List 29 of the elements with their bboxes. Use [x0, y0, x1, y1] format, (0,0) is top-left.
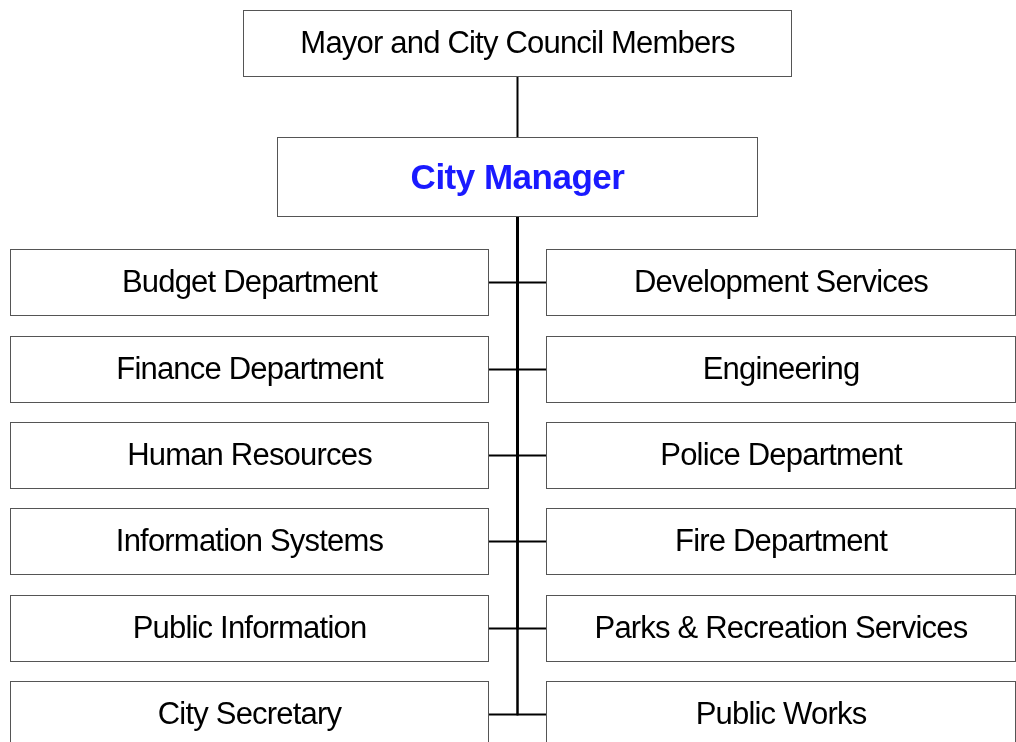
org-title: Human Resources: [127, 436, 372, 475]
org-box: [243, 10, 792, 77]
org-box: [546, 249, 1016, 316]
org-box: [546, 422, 1016, 489]
org-title: Information Systems: [115, 522, 384, 561]
org-box: [546, 508, 1016, 575]
org-title: Public Works: [695, 695, 867, 734]
org-box: [10, 681, 489, 742]
org-box: [10, 595, 489, 662]
org-box: [546, 336, 1016, 403]
org-box: [546, 681, 1016, 742]
org-title: Budget Department: [121, 263, 378, 302]
org-title: City Manager: [410, 155, 625, 198]
org-title: Police Department: [660, 436, 902, 475]
org-title: Engineering: [702, 350, 860, 389]
org-box: [10, 422, 489, 489]
org-box: [10, 249, 489, 316]
connector-line: [516, 76, 519, 138]
org-box: [10, 508, 489, 575]
org-title: Finance Department: [116, 350, 383, 389]
org-title: Public Information: [132, 609, 367, 648]
org-box: [10, 336, 489, 403]
org-box: [277, 137, 758, 217]
org-title: Development Services: [633, 263, 929, 302]
org-title: Mayor and City Council Members: [300, 24, 735, 63]
org-box: [546, 595, 1016, 662]
org-title: City Secretary: [157, 695, 342, 734]
org-title: Parks & Recreation Services: [594, 609, 968, 648]
org-title: Fire Department: [675, 522, 887, 561]
